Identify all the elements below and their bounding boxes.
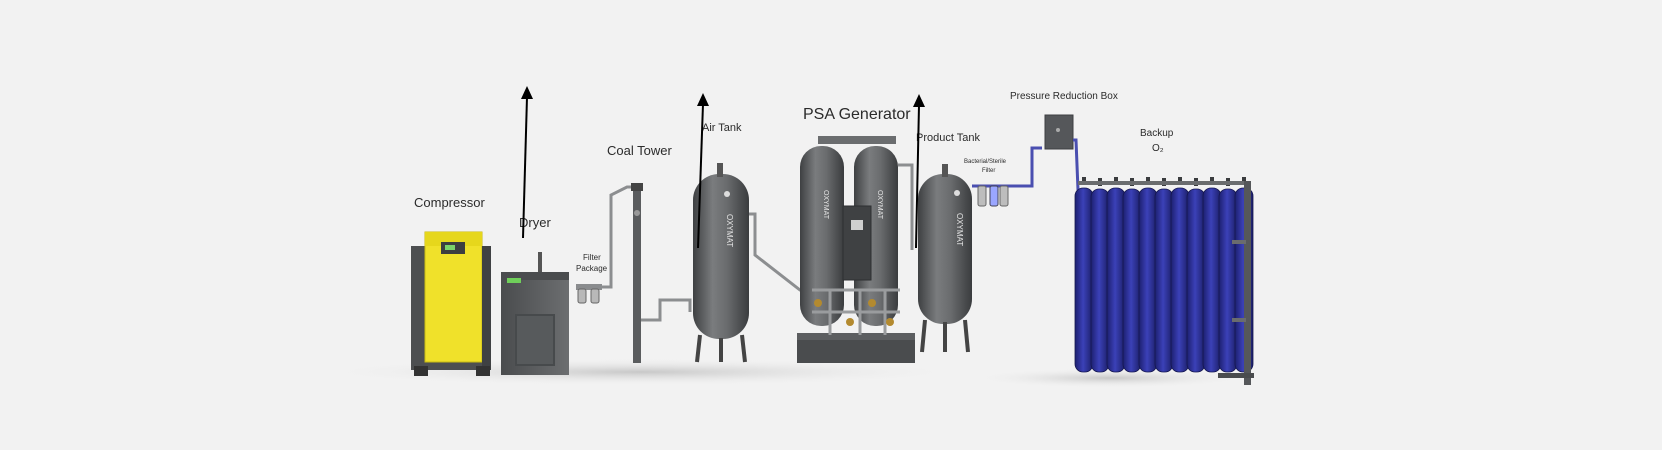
pipe-to-coal-tower bbox=[601, 185, 637, 289]
product-tank-brand: OXYMAT bbox=[955, 213, 964, 246]
air-tank-brand: OXYMAT bbox=[725, 214, 734, 247]
pressure-reduction-box bbox=[1044, 114, 1085, 192]
label-backup-line2: O₂ bbox=[1152, 143, 1164, 154]
label-pressure-box: Pressure Reduction Box bbox=[1010, 91, 1118, 102]
label-sterile-line2: Filter bbox=[982, 168, 995, 174]
label-compressor: Compressor bbox=[414, 195, 485, 210]
filter-package bbox=[576, 284, 602, 304]
label-psa-generator: PSA Generator bbox=[803, 106, 911, 123]
label-backup-line1: Backup bbox=[1140, 128, 1174, 139]
oxygen-cylinder bbox=[1202, 177, 1222, 373]
air-tank: OXYMAT bbox=[693, 163, 749, 363]
oxygen-cylinder bbox=[1138, 177, 1158, 373]
psa-generator: OXYMAT OXYMAT bbox=[797, 136, 915, 363]
oxygen-cylinder bbox=[1154, 178, 1174, 373]
arrow-product-tank bbox=[913, 94, 925, 249]
label-filter-line2: Package bbox=[576, 264, 608, 273]
product-tank: OXYMAT bbox=[918, 164, 972, 353]
compressor-unit bbox=[411, 231, 491, 376]
oxygen-cylinder bbox=[1122, 178, 1142, 373]
label-sterile-line1: Bacterial/Sterile bbox=[964, 159, 1007, 165]
label-air-tank: Air Tank bbox=[702, 122, 742, 134]
oxygen-cylinder bbox=[1170, 177, 1190, 373]
coal-tower bbox=[631, 183, 692, 363]
oxygen-cylinder bbox=[1090, 178, 1110, 373]
label-product-tank: Product Tank bbox=[916, 132, 981, 144]
cylinder-rack bbox=[1078, 181, 1254, 385]
arrow-air-tank bbox=[697, 93, 709, 249]
psa-brand-left: OXYMAT bbox=[822, 190, 829, 220]
arrow-dryer bbox=[521, 86, 533, 239]
label-filter-line1: Filter bbox=[583, 253, 601, 262]
psa-brand-right: OXYMAT bbox=[876, 190, 883, 220]
label-coal-tower: Coal Tower bbox=[607, 143, 672, 158]
oxygen-cylinder bbox=[1106, 177, 1126, 373]
pipe-to-product-tank bbox=[898, 163, 914, 250]
oxygen-cylinder bbox=[1186, 178, 1206, 373]
oxygen-cylinder bbox=[1074, 177, 1094, 373]
sterile-filter bbox=[972, 146, 1042, 207]
oxygen-cylinder bbox=[1218, 178, 1238, 373]
dryer-unit bbox=[501, 252, 569, 375]
label-dryer: Dryer bbox=[519, 215, 551, 230]
backup-cylinder-bank bbox=[1074, 177, 1254, 373]
